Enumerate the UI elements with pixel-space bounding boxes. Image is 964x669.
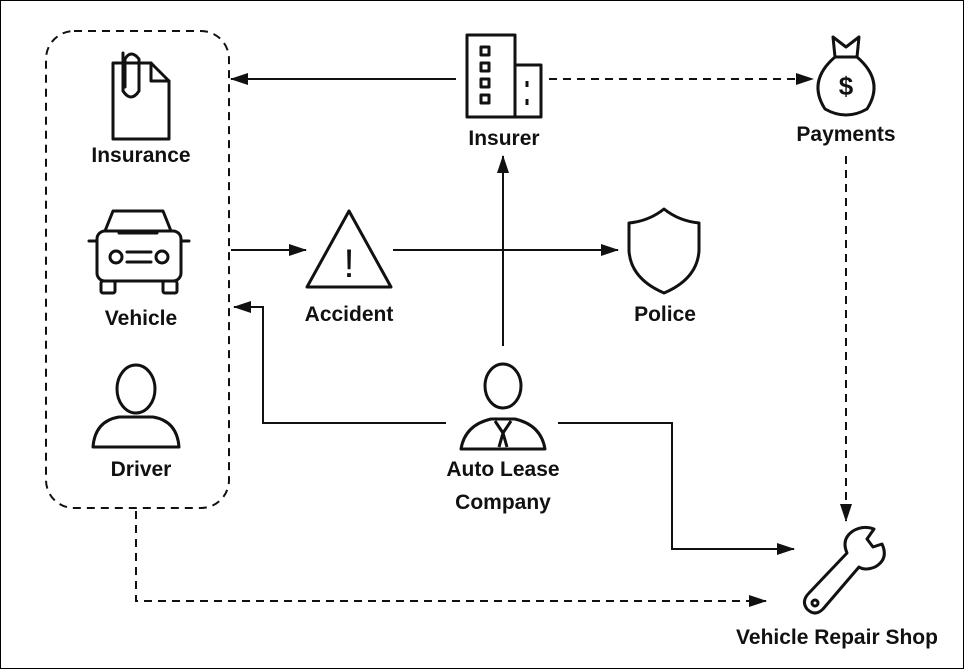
office-building-icon — [465, 33, 543, 119]
wrench-icon — [802, 525, 886, 615]
insured-party-group — [45, 30, 230, 509]
warning-triangle-icon: ! — [305, 209, 393, 289]
driver-label: Driver — [110, 458, 172, 481]
accident-label: Accident — [304, 303, 394, 326]
car-icon — [87, 209, 191, 295]
paperclip-document-icon — [111, 51, 171, 141]
edge-lease-to-repair — [558, 422, 795, 555]
vehicle-label: Vehicle — [104, 307, 178, 330]
insurer-label: Insurer — [468, 127, 540, 150]
insurance-label: Insurance — [91, 144, 191, 167]
accident-symbol: ! — [343, 242, 354, 286]
auto-lease-label-line1: Auto Lease — [446, 458, 560, 481]
payments-symbol: $ — [839, 71, 854, 101]
money-bag-icon: $ — [816, 35, 876, 117]
repair-shop-label: Vehicle Repair Shop — [736, 626, 938, 649]
police-label: Police — [634, 303, 696, 326]
auto-lease-label-line2: Company — [455, 491, 551, 514]
person-icon — [91, 363, 181, 449]
payments-label: Payments — [796, 123, 896, 146]
edge-lease-to-group — [233, 301, 446, 424]
businessman-icon — [459, 362, 547, 451]
edge-group-to-repair — [135, 511, 767, 607]
shield-icon — [627, 207, 701, 295]
